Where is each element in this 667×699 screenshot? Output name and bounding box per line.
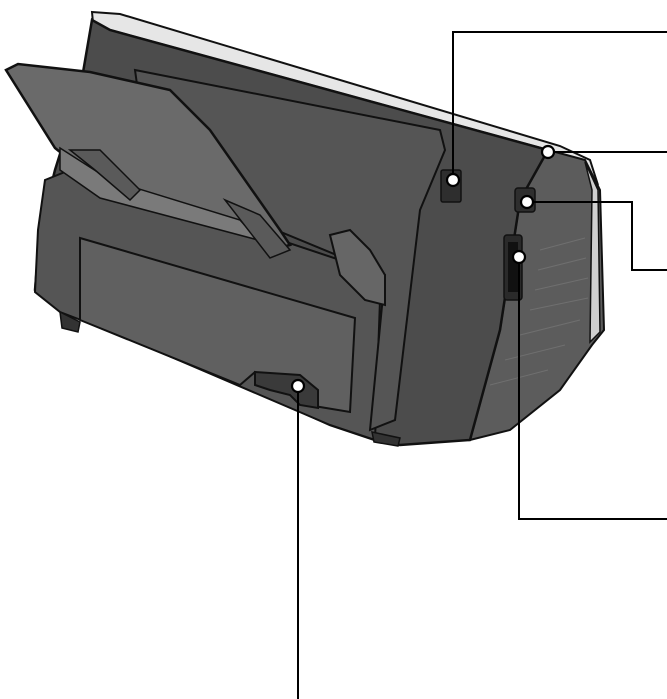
bottom-notch-callout-marker bbox=[290, 378, 306, 394]
top-cover-edge-callout-marker bbox=[540, 144, 556, 160]
rear-port-callout-marker bbox=[445, 172, 461, 188]
rear-port-callout-line bbox=[452, 31, 667, 180]
right-foot bbox=[371, 431, 401, 447]
side-socket-callout-marker bbox=[519, 194, 535, 210]
printer-right-edge-highlight bbox=[584, 161, 601, 344]
side-socket-callout-line bbox=[527, 201, 667, 271]
side-card-slot-inner bbox=[508, 242, 518, 292]
paper-guide-right bbox=[222, 198, 292, 259]
side-slot-callout-marker bbox=[511, 249, 527, 265]
side-slot-callout-line bbox=[518, 257, 667, 520]
paper-guide-left bbox=[67, 149, 142, 202]
left-foot bbox=[59, 310, 81, 333]
right-guide-block bbox=[328, 228, 386, 307]
